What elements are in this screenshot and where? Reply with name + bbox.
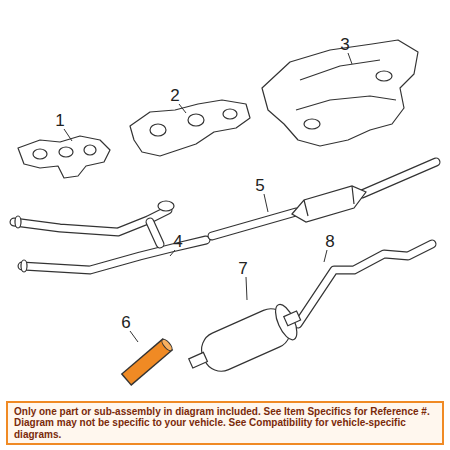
note-box: Only one part or sub-assembly in diagram… <box>6 401 444 446</box>
callout-number: 7 <box>238 260 247 277</box>
callout-number: 4 <box>173 233 182 250</box>
callout-number: 6 <box>121 314 130 331</box>
callout-number: 1 <box>55 112 64 129</box>
callout-number: 5 <box>255 177 264 194</box>
callout-number: 2 <box>170 87 179 104</box>
callout-number: 3 <box>340 36 349 53</box>
note-text: Only one part or sub-assembly in diagram… <box>14 406 436 441</box>
callout-number: 8 <box>325 233 334 250</box>
